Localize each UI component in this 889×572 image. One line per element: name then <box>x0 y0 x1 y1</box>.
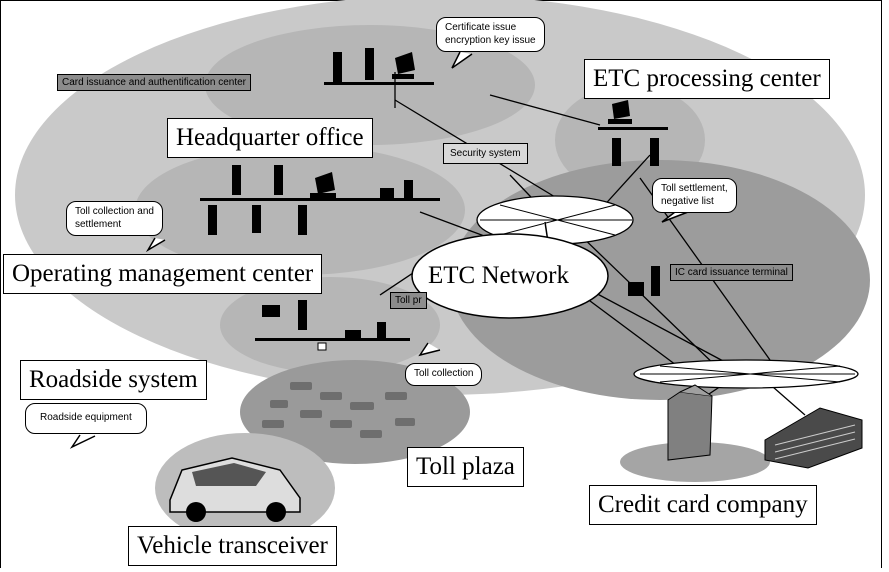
bubble-line: Roadside equipment <box>40 412 132 423</box>
roadside-system-label: Roadside system <box>20 360 207 400</box>
operating-servers <box>200 165 440 235</box>
etc-processing-center-label: ETC processing center <box>584 59 830 99</box>
toll-plaza-traffic <box>262 382 415 438</box>
vehicle-illustration <box>169 457 301 522</box>
toll-processing-label: Toll pr <box>390 292 427 309</box>
security-system-label: Security system <box>443 143 528 164</box>
operating-management-center-label: Operating management center <box>3 254 323 294</box>
roadside-equipment-bubble: Roadside equipment <box>25 403 147 434</box>
toll-collection-settlement-bubble: Toll collection and settlement <box>66 201 163 236</box>
bubble-line: negative list <box>661 195 714 207</box>
headquarter-servers <box>324 48 434 85</box>
roadside-zone <box>220 277 440 373</box>
etc-network-label: ETC Network <box>428 262 569 289</box>
headquarter-office-label: Headquarter office <box>167 118 373 158</box>
toll-settlement-negative-list-bubble: Toll settlement, negative list <box>652 178 737 213</box>
bubble-line: Certificate issue <box>445 22 517 33</box>
etc-processing-servers <box>598 100 668 166</box>
toll-plaza-label: Toll plaza <box>407 447 524 487</box>
bubble-line: encryption key issue <box>445 34 536 46</box>
ic-card-terminal-label: IC card issuance terminal <box>670 264 793 281</box>
ic-terminal-device <box>628 266 660 296</box>
credit-company-base <box>620 442 770 482</box>
bubble-line: settlement <box>75 218 122 230</box>
roadside-servers <box>255 300 410 351</box>
credit-card-buildings <box>667 384 863 469</box>
bubble-line: Toll collection <box>414 368 474 379</box>
bubble-line: Toll settlement, <box>661 183 728 194</box>
toll-collection-bubble: Toll collection <box>405 363 483 386</box>
vehicle-transceiver-label: Vehicle transceiver <box>128 526 337 566</box>
bubble-line: Toll collection and <box>75 206 154 217</box>
certificate-issue-bubble: Certificate issue encryption key issue <box>436 17 545 52</box>
card-issuance-center-label: Card issuance and authentification cente… <box>57 74 252 91</box>
credit-card-company-label: Credit card company <box>589 485 817 525</box>
